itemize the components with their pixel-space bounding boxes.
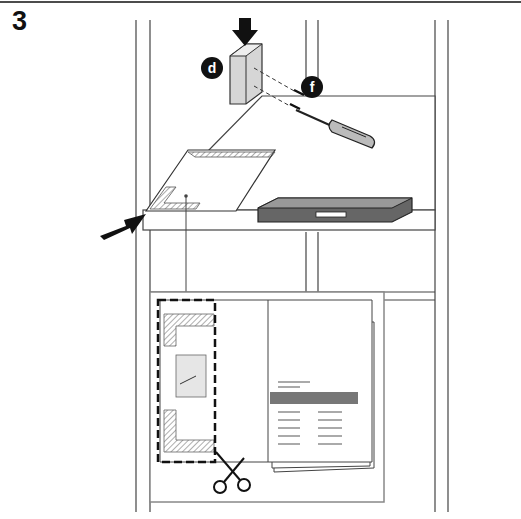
callout-letter: d	[201, 57, 223, 79]
callout-letter: f	[301, 76, 323, 98]
step-number: 3	[12, 6, 27, 37]
